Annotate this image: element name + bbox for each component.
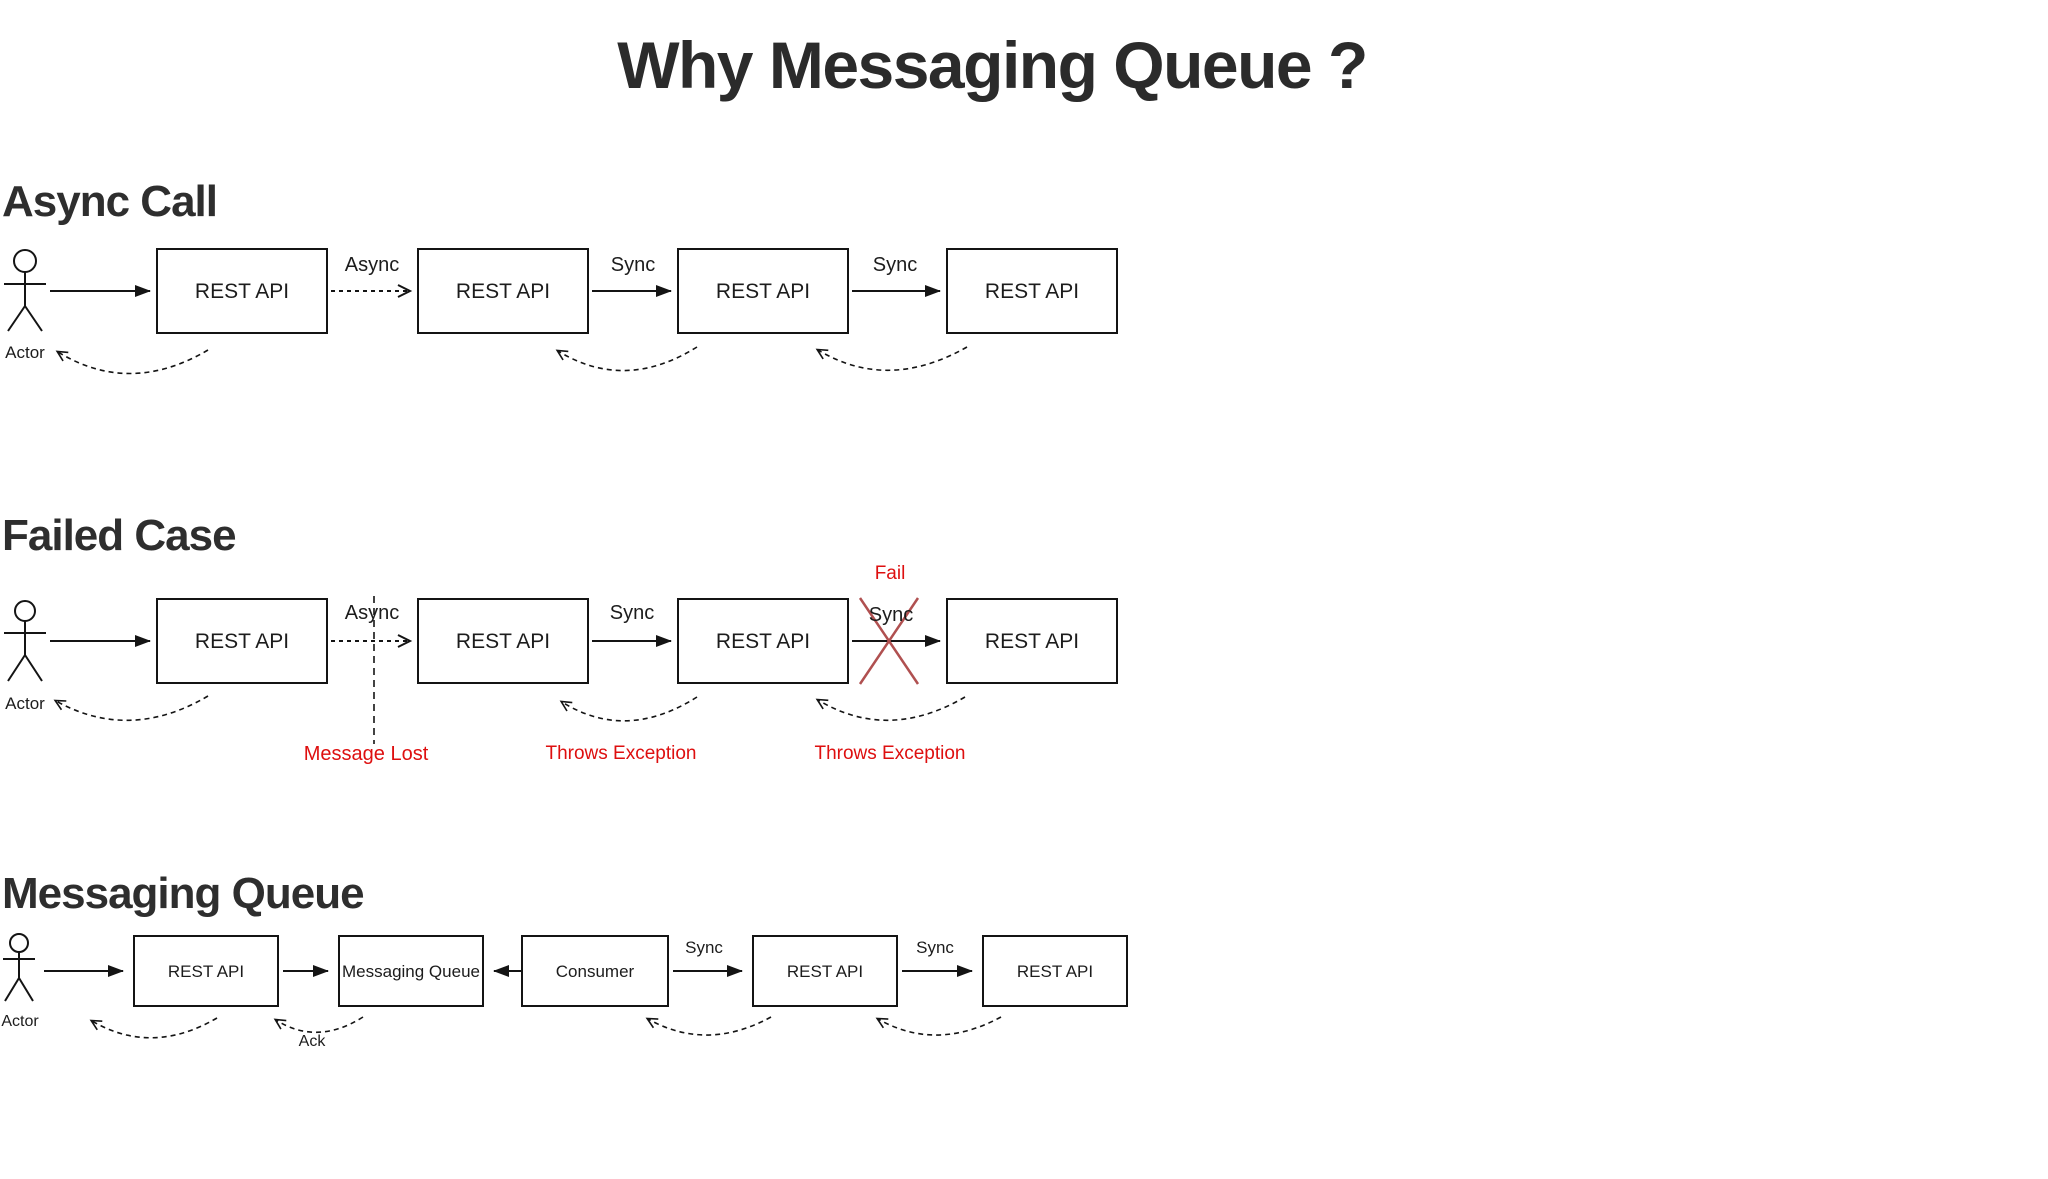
edge-label-sync: Sync	[872, 254, 918, 276]
node-rest-api: REST API	[156, 248, 328, 334]
throws-exception-label: Throws Exception	[814, 743, 966, 764]
return-arrow	[89, 1017, 218, 1039]
edge-label-sync: Sync	[916, 938, 954, 957]
node-rest-api: REST API	[677, 248, 849, 334]
return-arrow	[559, 696, 698, 722]
node-rest-api: REST API	[417, 248, 589, 334]
message-lost-label: Message Lost	[303, 743, 429, 765]
node-rest-api: REST API	[156, 598, 328, 684]
return-arrow	[53, 695, 209, 722]
node-consumer: Consumer	[521, 935, 669, 1007]
edge-label-sync: Sync	[609, 602, 655, 624]
section-heading-async-call: Async Call	[2, 177, 218, 226]
return-arrow	[645, 1016, 772, 1036]
edge-label-async: Async	[344, 254, 400, 276]
edge-label-sync: Sync	[868, 604, 914, 626]
node-messaging-queue: Messaging Queue	[338, 935, 484, 1007]
fail-label: Fail	[874, 563, 906, 584]
actor-body	[4, 272, 46, 332]
node-rest-api: REST API	[677, 598, 849, 684]
return-arrow	[815, 696, 966, 722]
node-rest-api: REST API	[417, 598, 589, 684]
section-heading-messaging-queue: Messaging Queue	[2, 869, 365, 918]
return-arrow	[875, 1016, 1002, 1036]
edge-label-sync: Sync	[685, 938, 723, 957]
actor-head	[9, 933, 29, 953]
actor-body	[4, 621, 46, 682]
actor-head	[14, 600, 36, 622]
section-heading-failed-case: Failed Case	[2, 511, 237, 560]
async-call-actor-figure	[4, 249, 46, 332]
return-arrow	[555, 346, 698, 372]
node-rest-api: REST API	[946, 248, 1118, 334]
node-rest-api: REST API	[752, 935, 898, 1007]
actor-label: Actor	[5, 694, 45, 713]
fail-x-mark	[858, 597, 920, 685]
node-rest-api: REST API	[133, 935, 279, 1007]
actor-head	[13, 249, 37, 273]
ack-label: Ack	[298, 1033, 326, 1050]
return-arrow	[815, 346, 968, 372]
edge-label-async: Async	[344, 602, 400, 624]
actor-body	[3, 952, 35, 1002]
node-rest-api: REST API	[982, 935, 1128, 1007]
messaging-queue-actor-figure	[3, 933, 35, 1002]
node-rest-api: REST API	[946, 598, 1118, 684]
ack-return-arrow	[273, 1016, 364, 1034]
failed-case-actor-figure	[4, 600, 46, 682]
actor-label: Actor	[1, 1013, 39, 1030]
edge-label-sync: Sync	[610, 254, 656, 276]
actor-label: Actor	[5, 343, 45, 362]
page-title: Why Messaging Queue ?	[617, 28, 1368, 102]
return-arrow	[55, 349, 209, 375]
throws-exception-label: Throws Exception	[545, 743, 697, 764]
